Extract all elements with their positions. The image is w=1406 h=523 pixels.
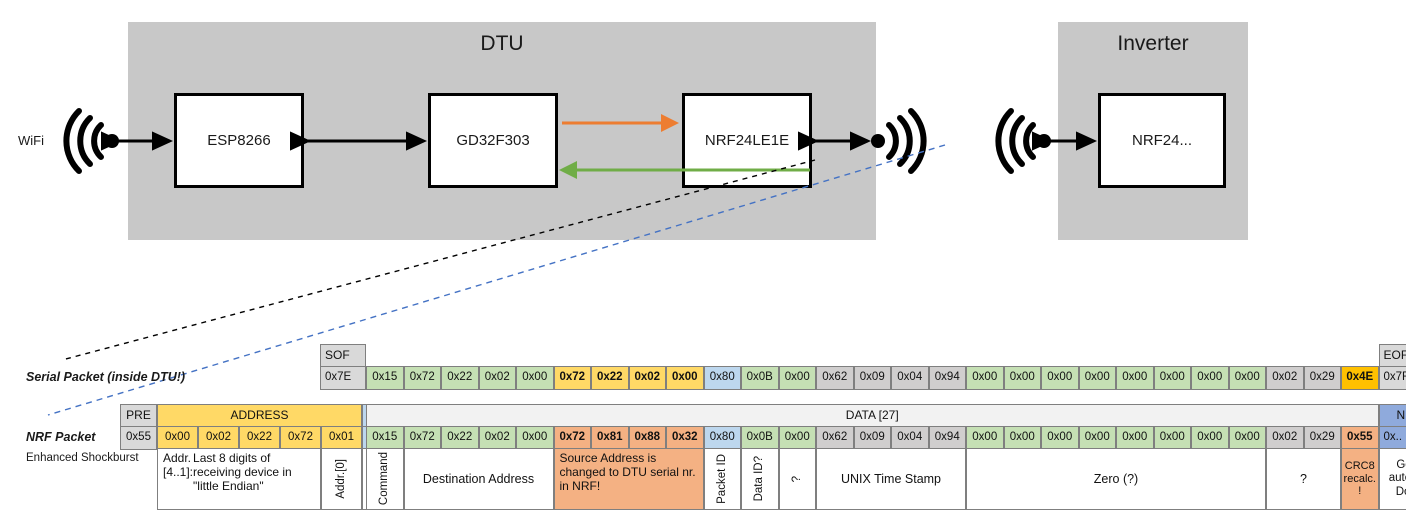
nrf-desc-command: Command (366, 448, 404, 510)
serial-byte-24: 0x02 (1266, 366, 1304, 390)
diagram-connectors (63, 108, 1097, 179)
serial-byte-21: 0x00 (1153, 366, 1191, 390)
serial-byte-12: 0x62 (816, 366, 854, 390)
nrf-byte-12: 0x62 (816, 426, 854, 450)
nrf-address-byte-0: 0x00 (157, 426, 198, 450)
nrf-byte-9: 0x80 (703, 426, 741, 450)
nrf-address-byte-1: 0x02 (198, 426, 239, 450)
nrf-byte-20: 0x00 (1116, 426, 1154, 450)
nrf-byte-18: 0x00 (1041, 426, 1079, 450)
serial-byte-16: 0x00 (966, 366, 1004, 390)
nrf-byte-4: 0x00 (516, 426, 554, 450)
nrf-desc-zero: Zero (?) (966, 448, 1266, 510)
serial-byte-19: 0x00 (1078, 366, 1116, 390)
serial-byte-15: 0x94 (928, 366, 966, 390)
serial-byte-18: 0x00 (1041, 366, 1079, 390)
nrf-byte-10: 0x0B (741, 426, 779, 450)
wifi-label: WiFi (18, 133, 44, 148)
nrf-byte-2: 0x22 (441, 426, 479, 450)
serial-byte-11: 0x00 (778, 366, 816, 390)
nrf-byte-14: 0x04 (891, 426, 929, 450)
serial-byte-23: 0x00 (1228, 366, 1266, 390)
nrf-desc-destination: Destination Address (403, 448, 554, 510)
nrf-byte-1: 0x72 (403, 426, 441, 450)
serial-byte-3: 0x02 (478, 366, 516, 390)
serial-sof-value: 0x7E (320, 366, 366, 390)
serial-byte-1: 0x72 (403, 366, 441, 390)
dtu-title: DTU (480, 32, 524, 55)
wifi-antenna-icon (63, 108, 119, 174)
nrf-byte-15: 0x94 (928, 426, 966, 450)
serial-byte-9: 0x80 (703, 366, 741, 390)
nrf-byte-24: 0x02 (1266, 426, 1304, 450)
serial-byte-5: 0x72 (553, 366, 591, 390)
nrf-packet-label: NRF Packet (26, 430, 96, 444)
nrf-desc-address: Addr. [4..1]:Last 8 digits of receiving … (157, 448, 321, 510)
serial-byte-2: 0x22 (441, 366, 479, 390)
nrf-desc-unknown2: ? (1266, 448, 1341, 510)
nrf-byte-7: 0x88 (628, 426, 666, 450)
nrf-header-pre: PRE (120, 404, 157, 428)
nrf-header-crc: NRF CRC (1378, 404, 1406, 428)
inverter-title: Inverter (1117, 32, 1189, 55)
serial-byte-7: 0x02 (628, 366, 666, 390)
nrf-address-byte-2: 0x22 (239, 426, 280, 450)
nrf-byte-19: 0x00 (1078, 426, 1116, 450)
rf-antenna-icon-inverter (995, 108, 1051, 174)
nrf-byte-5: 0x72 (553, 426, 591, 450)
nrf-byte-25: 0x29 (1303, 426, 1341, 450)
serial-byte-14: 0x04 (891, 366, 929, 390)
serial-byte-25: 0x29 (1303, 366, 1341, 390)
serial-byte-22: 0x00 (1191, 366, 1229, 390)
nrf-pre-value: 0x55 (120, 426, 157, 450)
nrf-address-byte-3: 0x72 (280, 426, 321, 450)
nrf-desc-unix-time: UNIX Time Stamp (816, 448, 966, 510)
serial-byte-17: 0x00 (1003, 366, 1041, 390)
nrf-byte-6: 0x81 (591, 426, 629, 450)
serial-byte-6: 0x22 (591, 366, 629, 390)
serial-byte-0: 0x15 (366, 366, 404, 390)
nrf-header-data: DATA [27] (366, 404, 1379, 428)
block-diagram: DTU Inverter ESP8266 GD32F303 NRF24LE1E … (18, 22, 1248, 240)
nrf-byte-0: 0x15 (366, 426, 404, 450)
nrf-desc-nrf-crc: Generated automatically. Dont Care! (1378, 448, 1406, 510)
serial-byte-13: 0x09 (853, 366, 891, 390)
chip-nrf24-inverter: NRF24... (1098, 93, 1226, 188)
nrf-desc-source: Source Address is changed to DTU serial … (553, 448, 704, 510)
serial-byte-10: 0x0B (741, 366, 779, 390)
nrf-byte-16: 0x00 (966, 426, 1004, 450)
nrf-desc-crc8: CRC8 recalc. ! (1341, 448, 1379, 510)
nrf-byte-21: 0x00 (1153, 426, 1191, 450)
nrf-desc-addr0: Addr.[0] (321, 448, 362, 510)
nrf-byte-17: 0x00 (1003, 426, 1041, 450)
nrf-crc-byte-0: 0x.. (1378, 426, 1406, 450)
rf-antenna-icon-dtu (871, 108, 927, 174)
nrf-desc-packet-id: Packet ID (703, 448, 741, 510)
serial-byte-26: 0x4E (1341, 366, 1379, 390)
nrf-byte-8: 0x32 (666, 426, 704, 450)
nrf-desc-data-id: Data ID? (741, 448, 779, 510)
serial-eof-header: EOF (1378, 344, 1406, 368)
serial-byte-8: 0x00 (666, 366, 704, 390)
serial-packet-label: Serial Packet (inside DTU!) (26, 370, 186, 384)
enhanced-shockburst-label: Enhanced Shockburst (26, 452, 139, 464)
nrf-byte-11: 0x00 (778, 426, 816, 450)
nrf-byte-26: 0x55 (1341, 426, 1379, 450)
nrf-byte-3: 0x02 (478, 426, 516, 450)
nrf-address-byte-4: 0x01 (321, 426, 362, 450)
nrf-byte-22: 0x00 (1191, 426, 1229, 450)
serial-header-spacer (366, 344, 1379, 368)
nrf-desc-unknown1: ? (778, 448, 816, 510)
packet-tables: Serial Packet (inside DTU!) NRF Packet E… (0, 330, 1406, 523)
serial-eof-value: 0x7F (1378, 366, 1406, 390)
serial-byte-20: 0x00 (1116, 366, 1154, 390)
nrf-byte-23: 0x00 (1228, 426, 1266, 450)
nrf-byte-13: 0x09 (853, 426, 891, 450)
nrf-header-address: ADDRESS (157, 404, 362, 428)
serial-sof-header: SOF (320, 344, 366, 368)
serial-byte-4: 0x00 (516, 366, 554, 390)
